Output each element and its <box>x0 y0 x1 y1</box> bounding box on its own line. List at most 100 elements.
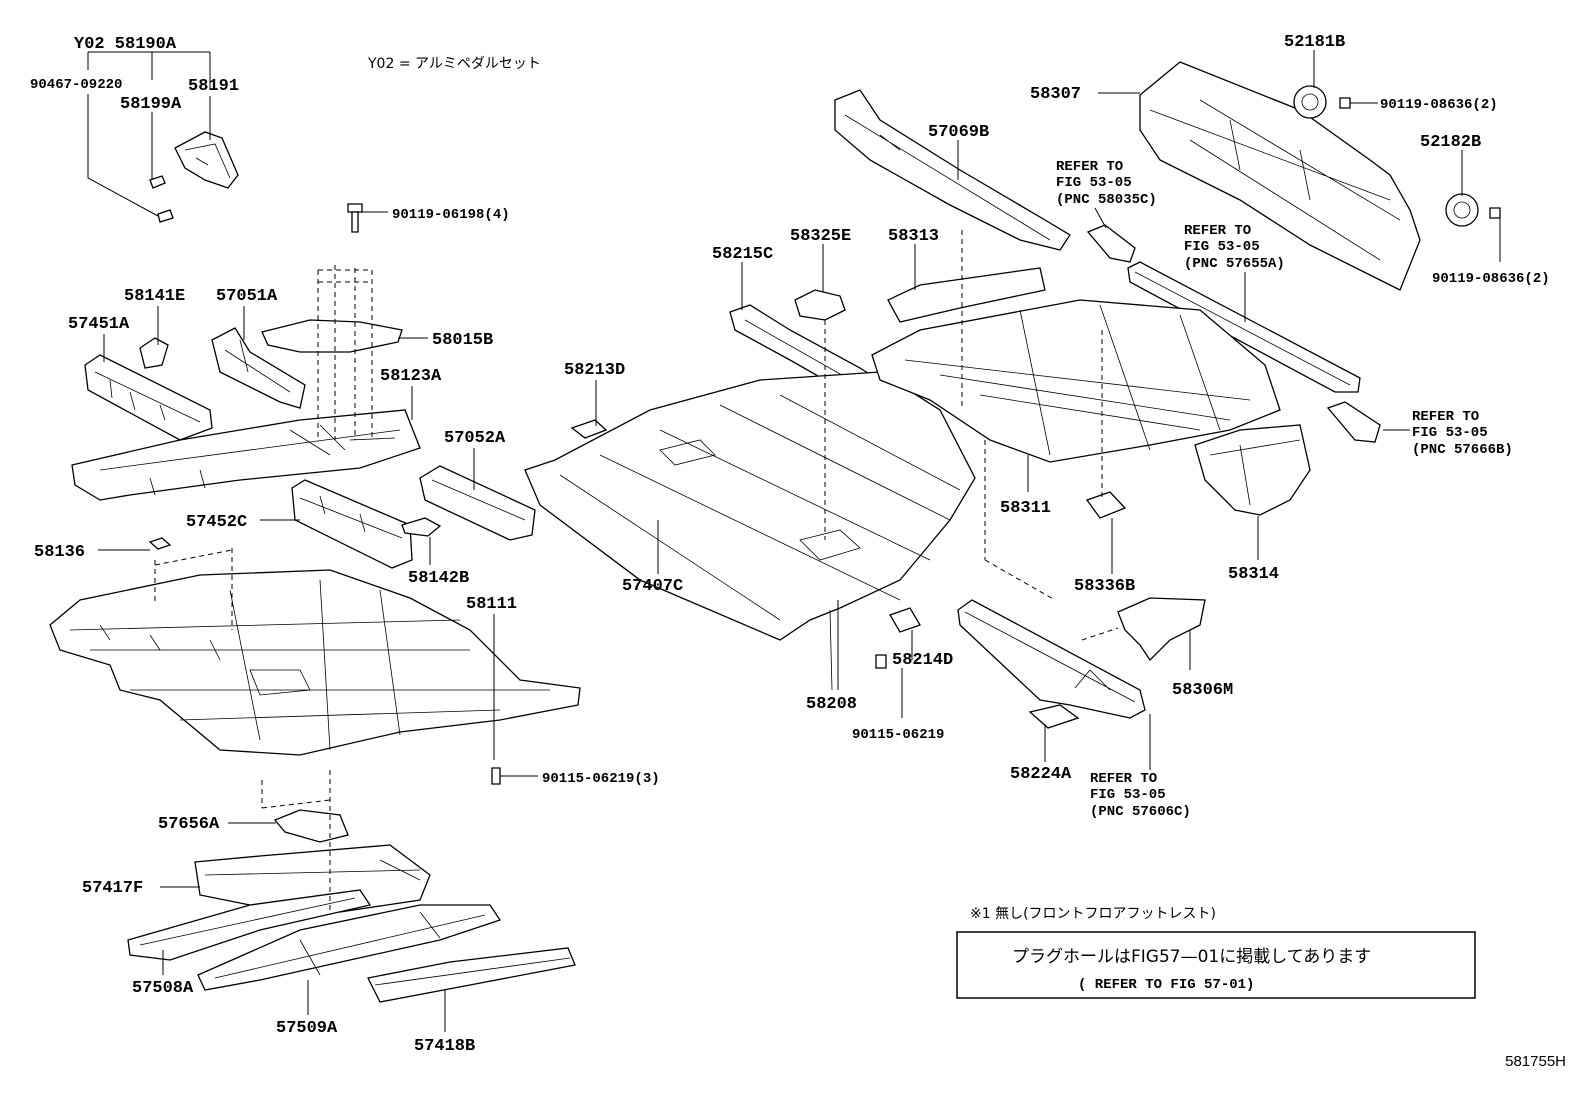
reference-57655a: REFER TO FIG 53-05 (PNC 57655A) <box>1184 223 1285 272</box>
label-58325e: 58325E <box>790 227 851 246</box>
label-57656a: 57656A <box>158 815 220 834</box>
label-57418b: 57418B <box>414 1037 475 1056</box>
label-58307: 58307 <box>1030 85 1081 104</box>
label-58141e: 58141E <box>124 287 185 306</box>
label-58123a: 58123A <box>380 367 442 386</box>
part-90119-06198-bolt <box>347 203 363 233</box>
svg-text:REFER TO: REFER TO <box>1056 159 1123 175</box>
notice-line-1: プラグホールはFIG57—01に掲載してあります <box>1012 947 1371 967</box>
part-90115-06219-bolt-a <box>491 767 501 785</box>
part-58224a <box>1028 704 1080 729</box>
label-58015b: 58015B <box>432 331 493 350</box>
svg-text:(PNC 57606C): (PNC 57606C) <box>1090 804 1191 820</box>
label-90115-06219-3: 90115-06219(3) <box>542 771 660 787</box>
part-58306m <box>1117 597 1206 662</box>
label-y02-58190a: Y02 58190A <box>74 35 177 54</box>
part-57509a <box>197 904 502 991</box>
assembly-lines <box>154 230 1119 915</box>
label-90115-06219: 90115-06219 <box>852 727 944 743</box>
svg-text:FIG 53-05: FIG 53-05 <box>1184 239 1260 255</box>
part-57418b <box>367 947 576 1003</box>
part-52182b <box>1445 193 1501 227</box>
label-57508a: 57508A <box>132 979 194 998</box>
part-57069b <box>834 89 1071 251</box>
label-58199a: 58199A <box>120 95 182 114</box>
part-57666b-ref <box>1326 401 1381 443</box>
part-58213d <box>570 419 608 439</box>
part-58325e <box>794 289 846 321</box>
svg-text:FIG 53-05: FIG 53-05 <box>1412 425 1488 441</box>
svg-text:REFER TO: REFER TO <box>1184 223 1251 239</box>
part-58336b <box>1085 491 1127 519</box>
footnote: ※1 無し(フロントフロアフットレスト) <box>970 906 1216 922</box>
label-58306m: 58306M <box>1172 681 1233 700</box>
part-57417f <box>194 844 431 913</box>
part-57606c-ref <box>957 599 1146 719</box>
part-58214d <box>889 607 921 633</box>
part-58313 <box>887 267 1046 323</box>
part-57656a <box>273 809 349 843</box>
reference-57606c: REFER TO FIG 53-05 (PNC 57606C) <box>1090 771 1191 820</box>
leader-lines <box>87 50 1501 1032</box>
label-58213d: 58213D <box>564 361 625 380</box>
label-58314: 58314 <box>1228 565 1279 584</box>
notice-box: プラグホールはFIG57—01に掲載してあります ( REFER TO FIG … <box>956 931 1476 999</box>
part-57508a <box>127 889 372 961</box>
part-58015b <box>261 319 403 353</box>
part-57051a <box>211 327 306 409</box>
figure-code: 581755H <box>1505 1053 1566 1070</box>
part-57407c <box>524 371 976 641</box>
part-58311 <box>871 299 1281 463</box>
label-58142b: 58142B <box>408 569 469 588</box>
label-58214d: 58214D <box>892 651 953 670</box>
label-90467-09220: 90467-09220 <box>30 77 122 93</box>
part-58208 <box>829 609 833 691</box>
label-57509a: 57509A <box>276 1019 338 1038</box>
label-58208: 58208 <box>806 695 857 714</box>
part-58191-bracket <box>149 131 239 223</box>
part-90115-06219-bolt-b <box>875 654 887 669</box>
label-90119-08636-a: 90119-08636(2) <box>1380 97 1498 113</box>
part-52181b <box>1293 85 1351 119</box>
label-52181b: 52181B <box>1284 33 1345 52</box>
svg-text:(PNC 57666B): (PNC 57666B) <box>1412 442 1513 458</box>
part-labels: Y02 58190A Y02 = アルミペダルセット 90467-09220 5… <box>30 33 1550 1056</box>
part-58111 <box>49 569 581 756</box>
part-58142b <box>401 517 442 537</box>
label-58313: 58313 <box>888 227 939 246</box>
svg-text:FIG 53-05: FIG 53-05 <box>1090 787 1166 803</box>
label-58111: 58111 <box>466 595 517 614</box>
label-52182b: 52182B <box>1420 133 1481 152</box>
label-58311: 58311 <box>1000 499 1051 518</box>
label-57052a: 57052A <box>444 429 506 448</box>
svg-text:(PNC 58035C): (PNC 58035C) <box>1056 192 1157 208</box>
label-58215c: 58215C <box>712 245 773 264</box>
part-58123a <box>71 409 421 501</box>
label-90119-06198: 90119-06198(4) <box>392 207 510 223</box>
label-58224a: 58224A <box>1010 765 1072 784</box>
svg-text:REFER TO: REFER TO <box>1090 771 1157 787</box>
y02-note: Y02 = アルミペダルセット <box>367 56 541 72</box>
label-57407c: 57407C <box>622 577 683 596</box>
part-58136 <box>148 537 172 550</box>
svg-text:FIG 53-05: FIG 53-05 <box>1056 175 1132 191</box>
reference-58035c: REFER TO FIG 53-05 (PNC 58035C) <box>1056 159 1157 208</box>
part-58035c-ref <box>1086 224 1136 263</box>
label-57051a: 57051A <box>216 287 278 306</box>
reference-57666b: REFER TO FIG 53-05 (PNC 57666B) <box>1412 409 1513 458</box>
part-57655a-ref <box>1127 261 1361 393</box>
svg-text:(PNC 57655A): (PNC 57655A) <box>1184 256 1285 272</box>
part-57052a <box>419 465 536 541</box>
label-58136: 58136 <box>34 543 85 562</box>
label-57417f: 57417F <box>82 879 143 898</box>
part-58141e <box>139 337 169 369</box>
part-57451a <box>84 354 213 441</box>
label-58336b: 58336B <box>1074 577 1135 596</box>
notice-line-2: ( REFER TO FIG 57-01) <box>1078 977 1254 993</box>
svg-text:REFER TO: REFER TO <box>1412 409 1479 425</box>
part-57452c <box>291 479 413 569</box>
part-58314 <box>1194 424 1311 516</box>
label-57069b: 57069B <box>928 123 989 142</box>
